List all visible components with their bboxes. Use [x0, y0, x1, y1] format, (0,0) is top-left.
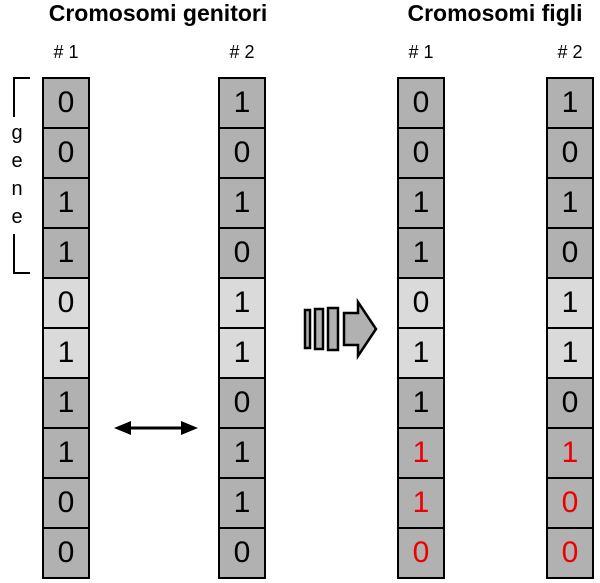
gene-letter: n	[11, 178, 23, 200]
gene-cell: 0	[218, 227, 266, 279]
gene-cell: 1	[397, 227, 445, 279]
gene-bracket-bottom	[13, 234, 30, 274]
gene-cell: 0	[397, 77, 445, 129]
gene-cell-crossed: 1	[397, 427, 445, 479]
gene-cell: 0	[546, 377, 594, 429]
gene-cell: 1	[546, 77, 594, 129]
children-title: Cromosomi figli	[407, 0, 583, 26]
gene-cell-crossed: 1	[397, 477, 445, 529]
gene-cell: 0	[546, 127, 594, 179]
gene-cell: 1	[42, 327, 90, 379]
gene-letter: e	[11, 206, 23, 228]
child-chromosome-1-column: 0 0 1 1 0 1 1 1 1 0	[397, 77, 445, 579]
gene-bracket-top	[13, 77, 30, 117]
gene-cell: 1	[42, 177, 90, 229]
gene-cell: 0	[397, 127, 445, 179]
gene-cell: 1	[218, 477, 266, 529]
gene-label: g e n e	[4, 119, 30, 231]
gene-cell-crossed: 0	[397, 527, 445, 579]
gene-cell-crossed: 0	[546, 527, 594, 579]
gene-cell: 1	[397, 327, 445, 379]
gene-cell-crossed: 1	[546, 427, 594, 479]
gene-cell: 1	[546, 277, 594, 329]
gene-cell: 0	[42, 127, 90, 179]
gene-cell: 1	[218, 427, 266, 479]
parent-chromosome-2-column: 1 0 1 0 1 1 0 1 1 0	[218, 77, 266, 579]
gene-cell: 0	[42, 527, 90, 579]
gene-cell: 0	[218, 527, 266, 579]
parent1-header: # 1	[53, 42, 79, 62]
exchange-arrow-icon	[114, 421, 198, 435]
parents-title: Cromosomi genitori	[48, 0, 268, 26]
gene-cell: 0	[42, 277, 90, 329]
gene-cell: 1	[218, 327, 266, 379]
gene-cell: 1	[218, 177, 266, 229]
gene-cell: 1	[42, 377, 90, 429]
gene-cell: 1	[218, 77, 266, 129]
gene-letter: g	[11, 122, 23, 144]
gene-cell: 1	[218, 277, 266, 329]
gene-cell: 1	[397, 377, 445, 429]
gene-cell: 0	[42, 477, 90, 529]
parent2-header: # 2	[229, 42, 255, 62]
gene-cell: 1	[546, 177, 594, 229]
gene-cell: 0	[42, 77, 90, 129]
parent-chromosome-1-column: 0 0 1 1 0 1 1 1 0 0	[42, 77, 90, 579]
gene-cell: 0	[546, 227, 594, 279]
gene-cell: 1	[546, 327, 594, 379]
child1-header: # 1	[408, 42, 434, 62]
gene-cell: 1	[42, 227, 90, 279]
gene-cell: 0	[218, 377, 266, 429]
gene-letter: e	[11, 150, 23, 172]
gene-cell: 0	[397, 277, 445, 329]
gene-cell: 0	[218, 127, 266, 179]
crossover-arrow-icon	[303, 297, 378, 360]
gene-cell: 1	[397, 177, 445, 229]
gene-cell: 1	[42, 427, 90, 479]
child-chromosome-2-column: 1 0 1 0 1 1 0 1 0 0	[546, 77, 594, 579]
gene-cell-crossed: 0	[546, 477, 594, 529]
child2-header: # 2	[557, 42, 583, 62]
